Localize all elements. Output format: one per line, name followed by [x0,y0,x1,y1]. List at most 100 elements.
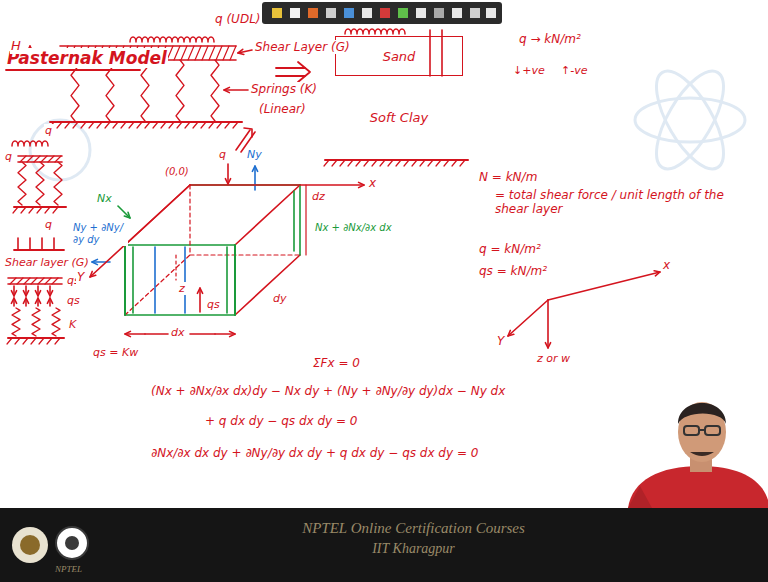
pen-stroke [12,141,48,146]
pen-stroke [145,122,150,128]
annotation-text: qs = kN/m² [478,264,548,278]
pen-stroke [125,255,190,315]
pen-stroke [226,247,228,313]
pen-stroke [24,278,30,284]
pen-stroke [6,69,140,71]
pen-stroke [81,122,86,128]
pen-stroke [460,160,465,166]
annotation-text: x [662,258,671,272]
footer-text: IIT Kharagpur [0,541,768,558]
annotation-text: x [368,176,377,190]
pen-stroke [508,330,514,336]
pen-stroke [380,160,385,166]
pen-stroke [29,207,34,213]
pen-stroke [113,122,118,128]
annotation-text: (Nx + ∂Nx/∂x dx)dy − Nx dy + (Ny + ∂Ny/∂… [150,384,506,398]
pen-stroke [197,288,202,293]
pen-stroke [47,298,52,303]
pen-stroke [174,46,180,60]
pen-stroke [125,333,145,335]
footer-bar [0,508,768,582]
pen-stroke [53,238,55,250]
pen-stroke [175,255,176,280]
pen-stroke [145,333,168,335]
annotation-text: ↓+ve [512,64,546,77]
pen-stroke [195,46,201,60]
annotation-text: N = kN/m [478,170,538,184]
annotation-text: = total shear force / unit length of the… [494,188,758,217]
pen-stroke [372,160,377,166]
pen-stroke [224,87,229,92]
pen-stroke [35,291,40,296]
annotation-text: ΣFx = 0 [312,356,361,370]
pen-stroke [252,166,257,171]
pen-stroke [54,162,62,205]
annotation-text: qs [206,298,221,311]
pen-stroke [124,212,130,218]
pen-stroke [332,160,337,166]
pen-stroke [396,160,401,166]
pen-stroke [89,122,94,128]
clay-layer: Soft Clay [335,76,463,158]
pen-stroke [547,300,549,348]
annotation-text: z [178,282,186,295]
pen-stroke [121,122,126,128]
pen-stroke [276,75,305,77]
annotation-text: Springs (K) [250,82,318,96]
pen-stroke [412,160,417,166]
pen-stroke [38,278,44,284]
toolbar [262,2,502,24]
layer-name: Sand [383,49,416,64]
pen-stroke [176,60,184,121]
pen-stroke [420,160,425,166]
pen-stroke [211,60,219,121]
pen-stroke [15,338,20,344]
pen-stroke [34,156,40,162]
pen-stroke [47,338,52,344]
annotation-text: dy [272,292,288,305]
pen-stroke [428,160,433,166]
pen-stroke [345,29,405,34]
pen-stroke [31,338,36,344]
pen-stroke [225,122,230,128]
annotation-text: Y [76,270,85,284]
pen-stroke [35,298,40,303]
pen-stroke [299,185,301,255]
pen-stroke [215,333,235,335]
pen-stroke [199,288,201,312]
pen-stroke [23,338,28,344]
pen-stroke [181,46,187,60]
pen-stroke [235,185,300,245]
pen-stroke [298,62,310,82]
pen-stroke [41,156,47,162]
pen-stroke [254,166,256,190]
pen-stroke [57,122,62,128]
pen-stroke [97,122,102,128]
pen-stroke [125,314,235,316]
pen-stroke [8,283,62,285]
annotation-text: q [4,150,13,163]
pen-stroke [190,254,300,255]
annotation-text: (0,0) [164,166,190,178]
pen-stroke [130,37,214,42]
pen-stroke [452,160,457,166]
pen-stroke [324,160,329,166]
toolbar-icons [272,8,496,18]
pen-stroke [230,331,235,336]
pen-stroke [55,156,61,162]
pen-stroke [73,122,78,128]
pen-stroke [654,271,660,276]
layer-name: Soft Clay [370,110,428,125]
pen-stroke [48,156,54,162]
pen-stroke [53,207,58,213]
pen-stroke [508,300,548,336]
pen-stroke [32,308,40,336]
annotation-text: Shear layer (G) [4,256,90,269]
pen-stroke [217,122,222,128]
pen-stroke [223,46,229,60]
annotation-text: dz [311,190,326,203]
annotation-text: Ny [246,148,263,161]
pen-stroke [27,156,33,162]
pen-stroke [161,122,166,128]
